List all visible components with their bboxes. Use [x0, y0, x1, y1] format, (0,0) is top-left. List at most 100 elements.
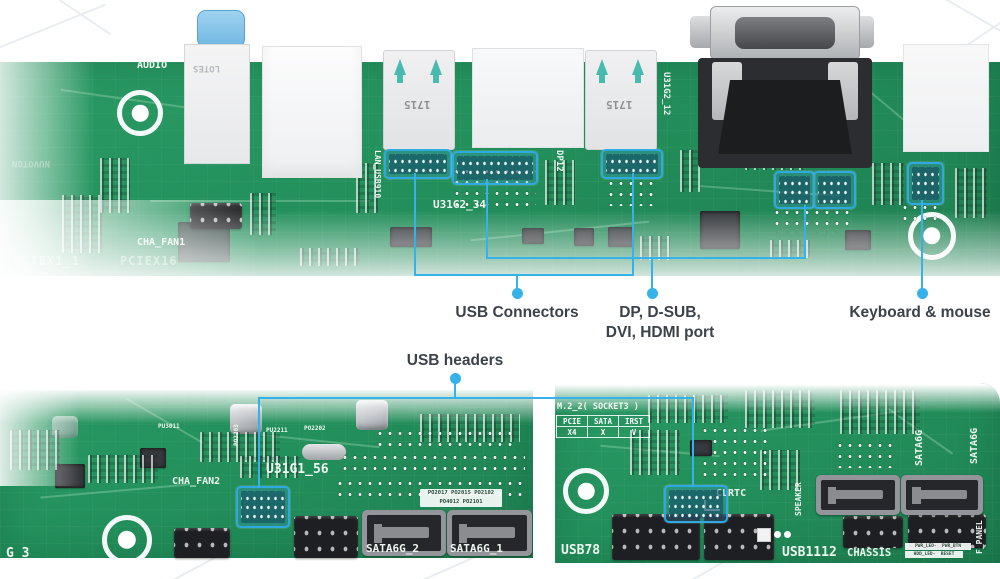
silkscreen-sata6g-2: SATA6G_2: [366, 542, 419, 555]
m2-val-pcie: X4: [556, 426, 588, 438]
callout-dot-display-ports: [647, 288, 658, 299]
silkscreen-lan-usb910: LAN_USB910: [373, 150, 382, 199]
callout-line: [486, 257, 806, 259]
callout-line: [258, 397, 694, 399]
audio-jack-body: LOTES: [184, 44, 250, 164]
label-usb-headers: USB headers: [406, 352, 504, 369]
silkscreen-m2-title: M.2_2( SOCKET3 ): [557, 402, 639, 412]
callout-line: [258, 397, 260, 488]
silkscreen-f-panel: F_PANEL: [975, 520, 984, 554]
pad-dot: [774, 531, 781, 538]
callout-dot-usb-headers: [450, 373, 461, 384]
watermark-line: [924, 0, 1000, 44]
f-panel-header: [908, 514, 986, 548]
silkscreen-usb78: USB78: [561, 543, 601, 558]
watermark-line: [0, 3, 107, 51]
silkscreen-u31g1-56: U31G1_56: [266, 462, 329, 477]
label-display-ports-line2: DVI, HDMI port: [605, 324, 715, 341]
callout-line: [414, 173, 416, 276]
mounting-hole: [102, 515, 152, 565]
m2-col-sata: SATA: [587, 415, 619, 427]
ic-chip: [845, 230, 871, 250]
silkscreen-audio: AUDIO: [137, 60, 168, 71]
fan-header-cha-fan2: [174, 528, 230, 558]
silkscreen-chassis: CHASSIS: [847, 547, 892, 559]
silkscreen-po-strip: PO2017 PO2015 PO2102 PO4012 PO2101: [420, 489, 502, 507]
f-panel-pin-strip: HDD_LED- RESET: [905, 551, 963, 558]
audio-jack-cap: [197, 10, 245, 48]
silkscreen-cha-fan2: CHA_FAN2: [172, 476, 221, 487]
callout-line: [804, 205, 806, 259]
silkscreen-u31g2-34: U31G2_34: [433, 198, 486, 211]
silkscreen-pciex1-1: PCIEX1_1: [14, 254, 80, 268]
highlight-usb-header-right: [664, 485, 728, 523]
highlight-usb-connector-left: [384, 149, 452, 179]
silkscreen-pciex16: PCIEX16: [120, 254, 178, 268]
callout-line: [486, 179, 488, 259]
silkscreen-pu3011: PU3011: [158, 423, 180, 430]
fan-header-cha-fan1: [190, 203, 242, 229]
io-chip-marking: NUVOTON: [12, 158, 50, 168]
ps2-keyboard-mouse-port: [903, 44, 989, 152]
callout-line: [651, 257, 653, 290]
ic-chip: [690, 440, 712, 456]
highlight-usb-header-left: [236, 486, 290, 528]
callout-dot-usb-connectors: [512, 288, 523, 299]
highlight-usb-connector-mid: [452, 151, 538, 185]
vga-port-metal-shell: [710, 6, 860, 60]
silkscreen-po2202: PO2202: [304, 425, 326, 432]
silkscreen-pu2211: PU2211: [266, 427, 288, 434]
box-header: [294, 516, 358, 558]
silkscreen-usb1112: USB1112: [782, 545, 837, 560]
highlight-display-header-a: [774, 171, 815, 209]
silkscreen-u31g2-12: U31G2_12: [661, 72, 671, 116]
m2-val-irst: V: [618, 426, 650, 438]
callout-line: [692, 397, 694, 487]
silkscreen-sata6g-a: SATA6G: [914, 429, 925, 466]
silkscreen-po2203: PO2203: [233, 424, 240, 446]
callout-line: [454, 382, 456, 398]
silkscreen-cha-fan1: CHA_FAN1: [137, 237, 186, 248]
callout-line: [632, 173, 634, 276]
ic-chip: [700, 211, 740, 249]
vga-port-body: [698, 58, 872, 168]
label-display-ports-line1: DP, D-SUB,: [619, 304, 701, 321]
m2-col-pcie: PCIE: [556, 415, 588, 427]
pad-dot: [784, 531, 791, 538]
sata-port: [816, 475, 900, 515]
label-usb-connectors: USB Connectors: [455, 304, 579, 321]
mounting-hole: [117, 90, 163, 136]
sata-port: [901, 475, 983, 515]
silkscreen-sata6g-1: SATA6G_1: [450, 542, 503, 555]
chassis-header: [843, 516, 903, 548]
callout-line: [414, 274, 634, 276]
ic-chip: [574, 228, 594, 246]
usb-port-marking: 1715: [606, 98, 633, 111]
m2-socket-table: PCIE SATA IRST X4 X V: [556, 415, 650, 438]
mounting-hole: [563, 468, 609, 514]
highlight-display-header-b: [813, 171, 856, 209]
dvi-port: [262, 46, 362, 178]
standoff: [302, 444, 346, 460]
audio-brand-marking: LOTES: [193, 63, 221, 73]
silkscreen-clrtc: CLRTC: [716, 488, 747, 499]
ic-chip: [390, 227, 432, 247]
usb3-stack-2: 1715: [585, 50, 657, 150]
choke: [356, 400, 388, 430]
sata-port-sata6g-2: [362, 510, 446, 556]
usb3-stack-1: 1715: [383, 50, 455, 150]
silkscreen-dp12: DP12: [554, 150, 564, 172]
silkscreen-sata6g-3-partial: G_3: [6, 546, 30, 561]
silkscreen-sata6g-b: SATA6G: [969, 427, 980, 464]
highlight-keyboard-mouse-header: [907, 162, 944, 205]
m2-val-sata: X: [587, 426, 619, 438]
label-display-ports: DP, D-SUB, DVI, HDMI port: [560, 303, 760, 343]
ic-chip: [522, 228, 544, 244]
label-keyboard-mouse: Keyboard & mouse: [849, 304, 991, 321]
ic-chip: [608, 227, 634, 247]
lan-port: [472, 48, 584, 148]
callout-dot-keyboard-mouse: [917, 288, 928, 299]
f-panel-pin-strip: PWR_LED- PWR_BTN: [905, 543, 971, 550]
sata-port-sata6g-1: [447, 510, 532, 556]
